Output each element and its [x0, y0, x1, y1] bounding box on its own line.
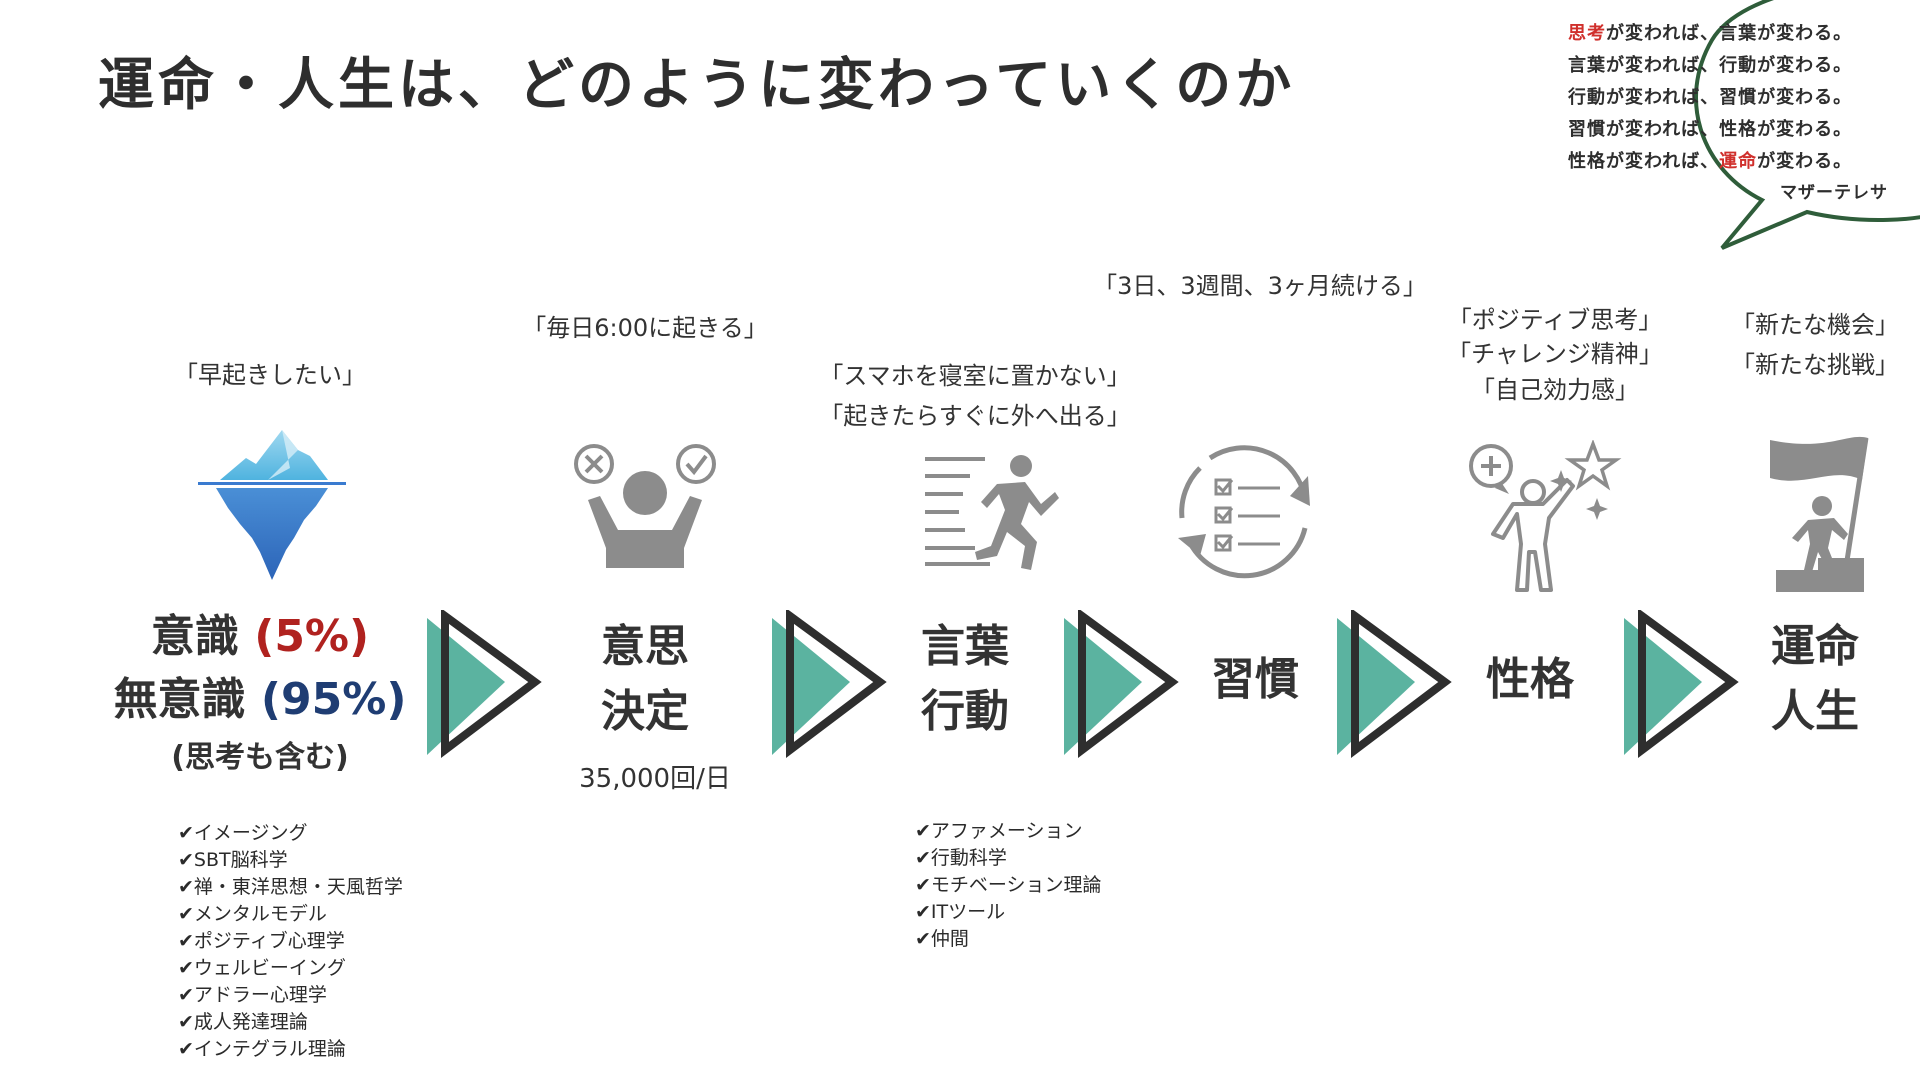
- flow-arrow-1: [427, 610, 542, 759]
- flag-summit-icon: [1768, 430, 1873, 595]
- list-item: ✔アファメーション: [915, 820, 1083, 842]
- list-item: ✔成人発達理論: [178, 1011, 308, 1033]
- quote-line-1: 思考が変われば、言葉が変わる。: [1568, 23, 1853, 44]
- list-item: ✔インテグラル理論: [178, 1038, 346, 1060]
- page-title: 運命・人生は、どのように変わっていくのか: [98, 53, 1296, 118]
- example-challenge: 「チャレンジ精神」: [1447, 340, 1663, 368]
- speech-bubble: [1694, 0, 1920, 250]
- stage-destiny-line1: 運命: [1771, 621, 1859, 672]
- decision-person-icon: [570, 438, 720, 573]
- quote-block: 思考が変われば、言葉が変わる。 言葉が変われば、行動が変わる。 行動が変われば、…: [1568, 18, 1888, 208]
- stage-decision-line1: 意思: [601, 621, 689, 672]
- stage-decision-line2: 決定: [601, 686, 689, 737]
- list-item: ✔SBT脳科学: [178, 849, 288, 871]
- cycle-checklist-icon: [1170, 438, 1320, 588]
- stage-habit-label: 習慣: [1211, 654, 1299, 705]
- stage-action-line2: 行動: [921, 686, 1009, 737]
- list-item: ✔メンタルモデル: [178, 903, 327, 925]
- quote-line-5: 性格が変われば、運命が変わる。: [1568, 151, 1853, 172]
- example-wake-up: 「早起きしたい」: [174, 361, 366, 389]
- person-stars-icon: [1465, 440, 1625, 600]
- stage-action-line1: 言葉: [921, 621, 1009, 672]
- stage-destiny-line2: 人生: [1771, 686, 1859, 737]
- flow-arrow-5: [1624, 610, 1739, 759]
- example-positive: 「ポジティブ思考」: [1447, 306, 1663, 334]
- iceberg-icon: [198, 428, 346, 583]
- list-item: ✔行動科学: [915, 847, 1007, 869]
- list-item: ✔ポジティブ心理学: [178, 930, 345, 952]
- quote-author: マザーテレサ: [1780, 183, 1888, 203]
- flow-arrow-2: [772, 610, 887, 759]
- decision-count: 35,000回/日: [579, 764, 731, 794]
- stage-consciousness-line2: 無意識 (95%): [113, 674, 407, 725]
- quote-line-2: 言葉が変われば、行動が変わる。: [1568, 55, 1853, 76]
- list-item: ✔ウェルビーイング: [178, 957, 346, 979]
- list-item: ✔仲間: [915, 928, 969, 950]
- list-item: ✔禅・東洋思想・天風哲学: [178, 876, 403, 898]
- quote-line-4: 習慣が変われば、性格が変わる。: [1568, 119, 1853, 140]
- list-item: ✔ITツール: [915, 901, 1006, 923]
- list-item: ✔アドラー心理学: [178, 984, 327, 1006]
- example-no-phone: 「スマホを寝室に置かない」: [819, 362, 1131, 390]
- consciousness-checklist: ✔イメージング ✔SBT脳科学 ✔禅・東洋思想・天風哲学 ✔メンタルモデル ✔ポ…: [178, 820, 403, 1063]
- example-wake-at-six: 「毎日6:00に起きる」: [522, 314, 768, 342]
- example-new-challenge: 「新たな挑戦」: [1731, 351, 1899, 379]
- flow-arrow-3: [1064, 610, 1179, 759]
- example-new-opportunity: 「新たな機会」: [1731, 311, 1899, 339]
- stage-consciousness-sub: (思考も含む): [171, 740, 349, 775]
- flow-arrow-4: [1337, 610, 1452, 759]
- action-checklist: ✔アファメーション ✔行動科学 ✔モチベーション理論 ✔ITツール ✔仲間: [915, 818, 1102, 953]
- stage-consciousness-line1: 意識 (5%): [150, 611, 370, 662]
- example-self-efficacy: 「自己効力感」: [1471, 376, 1639, 404]
- example-continue: 「3日、3週間、3ヶ月続ける」: [1093, 272, 1427, 300]
- stage-character-label: 性格: [1486, 654, 1574, 705]
- list-item: ✔イメージング: [178, 822, 308, 844]
- running-person-icon: [925, 452, 1060, 570]
- example-go-outside: 「起きたらすぐに外へ出る」: [819, 402, 1131, 430]
- list-item: ✔モチベーション理論: [915, 874, 1102, 896]
- quote-line-3: 行動が変われば、習慣が変わる。: [1568, 87, 1853, 108]
